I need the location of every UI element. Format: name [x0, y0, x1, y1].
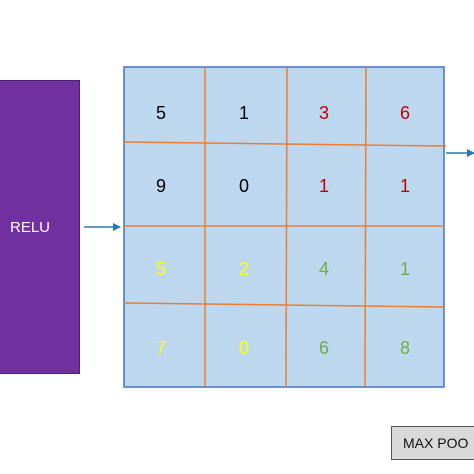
matrix-cell-value: 4: [318, 259, 329, 279]
matrix-gridlines: [123, 67, 447, 388]
max-pool-button[interactable]: MAX POO: [391, 426, 474, 460]
matrix-cell-value: 9: [155, 176, 166, 196]
relu-layer-box: [0, 80, 80, 374]
matrix-cell-value: 1: [318, 176, 329, 196]
matrix-horizontal-line-3: [123, 302, 445, 308]
matrix-cell-value: 1: [399, 259, 410, 279]
matrix-cell-value: 1: [238, 103, 249, 123]
matrix-cell-value: 0: [238, 176, 249, 196]
matrix-horizontal-line-1: [123, 141, 447, 147]
matrix-cell-value: 6: [399, 103, 410, 123]
matrix-cell-value: 5: [155, 259, 166, 279]
matrix-vertical-line-2: [285, 67, 288, 388]
feature-map-matrix: [123, 66, 445, 388]
matrix-cell-value: 6: [318, 338, 329, 358]
relu-label: RELU: [10, 219, 51, 236]
matrix-cell-value: 8: [399, 338, 410, 358]
matrix-vertical-line-3: [364, 67, 367, 388]
matrix-cell-value: 0: [238, 338, 249, 358]
matrix-cell-value: 5: [155, 103, 166, 123]
matrix-cell-value: 7: [155, 338, 166, 358]
matrix-cell-value: 3: [318, 103, 329, 123]
matrix-cell-value: 1: [399, 176, 410, 196]
matrix-cell-value: 2: [238, 259, 249, 279]
